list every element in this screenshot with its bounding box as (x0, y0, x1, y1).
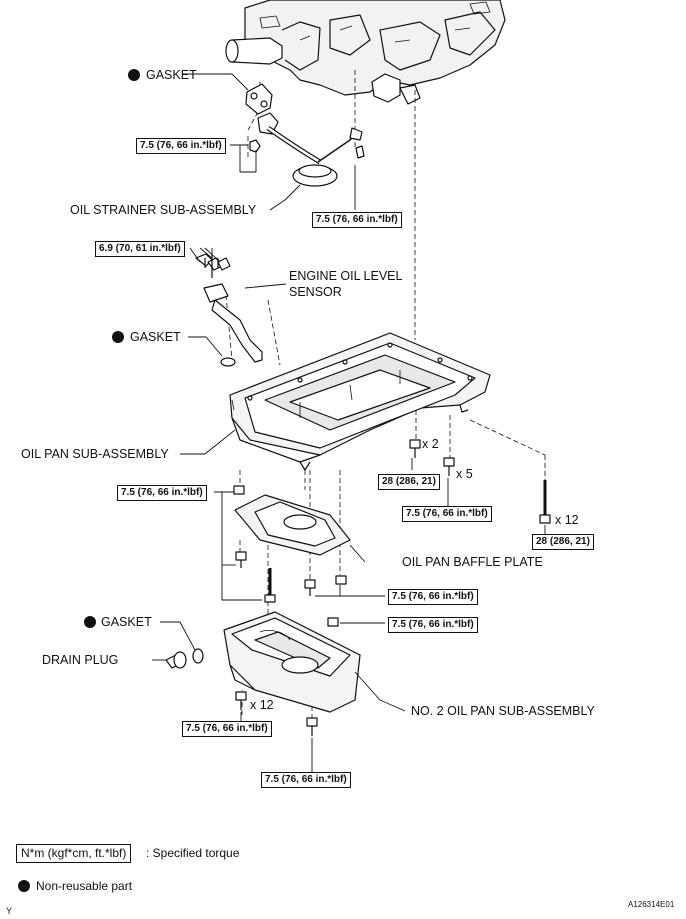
label-no2-oil-pan: NO. 2 OIL PAN SUB-ASSEMBLY (411, 704, 595, 718)
multiplier-label: x 12 (555, 513, 579, 527)
oil-strainer-part (249, 112, 365, 187)
oil-level-sensor-part (195, 253, 263, 363)
oil-pan-part (229, 332, 491, 471)
label-gasket-3: GASKET (101, 615, 152, 629)
legend-nonreusable-label: Non-reusable part (36, 879, 133, 893)
torque-box: 6.9 (70, 61 in.*lbf) (95, 241, 185, 257)
bolts (233, 439, 551, 736)
gasket-3-part (192, 648, 204, 664)
drain-plug-part (165, 651, 187, 669)
label-gasket-1: GASKET (146, 68, 197, 82)
label-baffle-plate: OIL PAN BAFFLE PLATE (402, 555, 543, 569)
legend-torque-desc: : Specified torque (146, 846, 240, 860)
gasket-2-part (220, 357, 236, 367)
multiplier-label: x 2 (422, 437, 439, 451)
nonreusable-dot-gasket-3 (84, 616, 96, 628)
torque-box: 7.5 (76, 66 in.*lbf) (261, 772, 351, 788)
leader-lines (152, 73, 546, 772)
label-drain-plug: DRAIN PLUG (42, 653, 119, 667)
multiplier-label: x 5 (456, 467, 473, 481)
torque-box: 28 (286, 21) (532, 534, 594, 550)
torque-box: 7.5 (76, 66 in.*lbf) (136, 138, 226, 154)
legend-nonreusable-dot (18, 880, 30, 892)
label-engine-oil-level-sensor-2: SENSOR (289, 285, 342, 299)
torque-box: 7.5 (76, 66 in.*lbf) (402, 506, 492, 522)
label-gasket-2: GASKET (130, 330, 181, 344)
nonreusable-dot-gasket-1 (128, 69, 140, 81)
figure-code: A126314E01 (628, 900, 675, 909)
torque-box: 7.5 (76, 66 in.*lbf) (388, 617, 478, 633)
alignment-lines (225, 70, 546, 718)
baffle-plate-part (234, 494, 351, 556)
legend-torque-unit: N*m (kgf*cm, ft.*lbf) (16, 844, 132, 863)
label-oil-pan: OIL PAN SUB-ASSEMBLY (21, 447, 169, 461)
torque-box: 7.5 (76, 66 in.*lbf) (388, 589, 478, 605)
label-oil-strainer: OIL STRAINER SUB-ASSEMBLY (70, 203, 257, 217)
corner-mark: Y (6, 906, 13, 916)
gasket-1-part (245, 83, 273, 115)
label-engine-oil-level-sensor-1: ENGINE OIL LEVEL (289, 269, 403, 283)
nonreusable-dot-gasket-2 (112, 331, 124, 343)
engine-block (225, 0, 506, 105)
torque-box: 7.5 (76, 66 in.*lbf) (117, 485, 207, 501)
torque-box: 28 (286, 21) (378, 474, 440, 490)
multiplier-label: x 12 (250, 698, 274, 712)
torque-box: 7.5 (76, 66 in.*lbf) (182, 721, 272, 737)
no2-oil-pan-part (223, 611, 361, 713)
torque-box: 7.5 (76, 66 in.*lbf) (312, 212, 402, 228)
